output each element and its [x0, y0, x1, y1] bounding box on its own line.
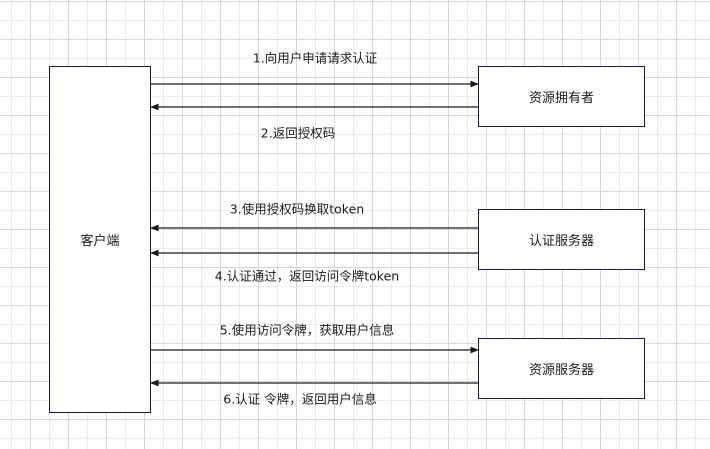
message-4-label: 4.认证通过，返回访问令牌token: [214, 268, 400, 284]
message-1-label: 1.向用户申请请求认证: [252, 50, 378, 66]
message-3-label: 3.使用授权码换取token: [229, 201, 365, 217]
client-label: 客户端: [80, 234, 120, 249]
message-6-label: 6.认证 令牌，返回用户信息: [223, 391, 377, 407]
resource-server-node[interactable]: 资源服务器: [478, 338, 645, 399]
message-2-label: 2.返回授权码: [260, 125, 336, 141]
auth-server-node[interactable]: 认证服务器: [478, 209, 645, 270]
message-5-label: 5.使用访问令牌，获取用户信息: [219, 322, 395, 338]
resource-owner-label: 资源拥有者: [528, 91, 594, 106]
resource-owner-node[interactable]: 资源拥有者: [478, 66, 645, 127]
auth-server-label: 认证服务器: [528, 234, 594, 249]
client-node[interactable]: 客户端: [49, 66, 151, 413]
resource-server-label: 资源服务器: [528, 363, 594, 378]
